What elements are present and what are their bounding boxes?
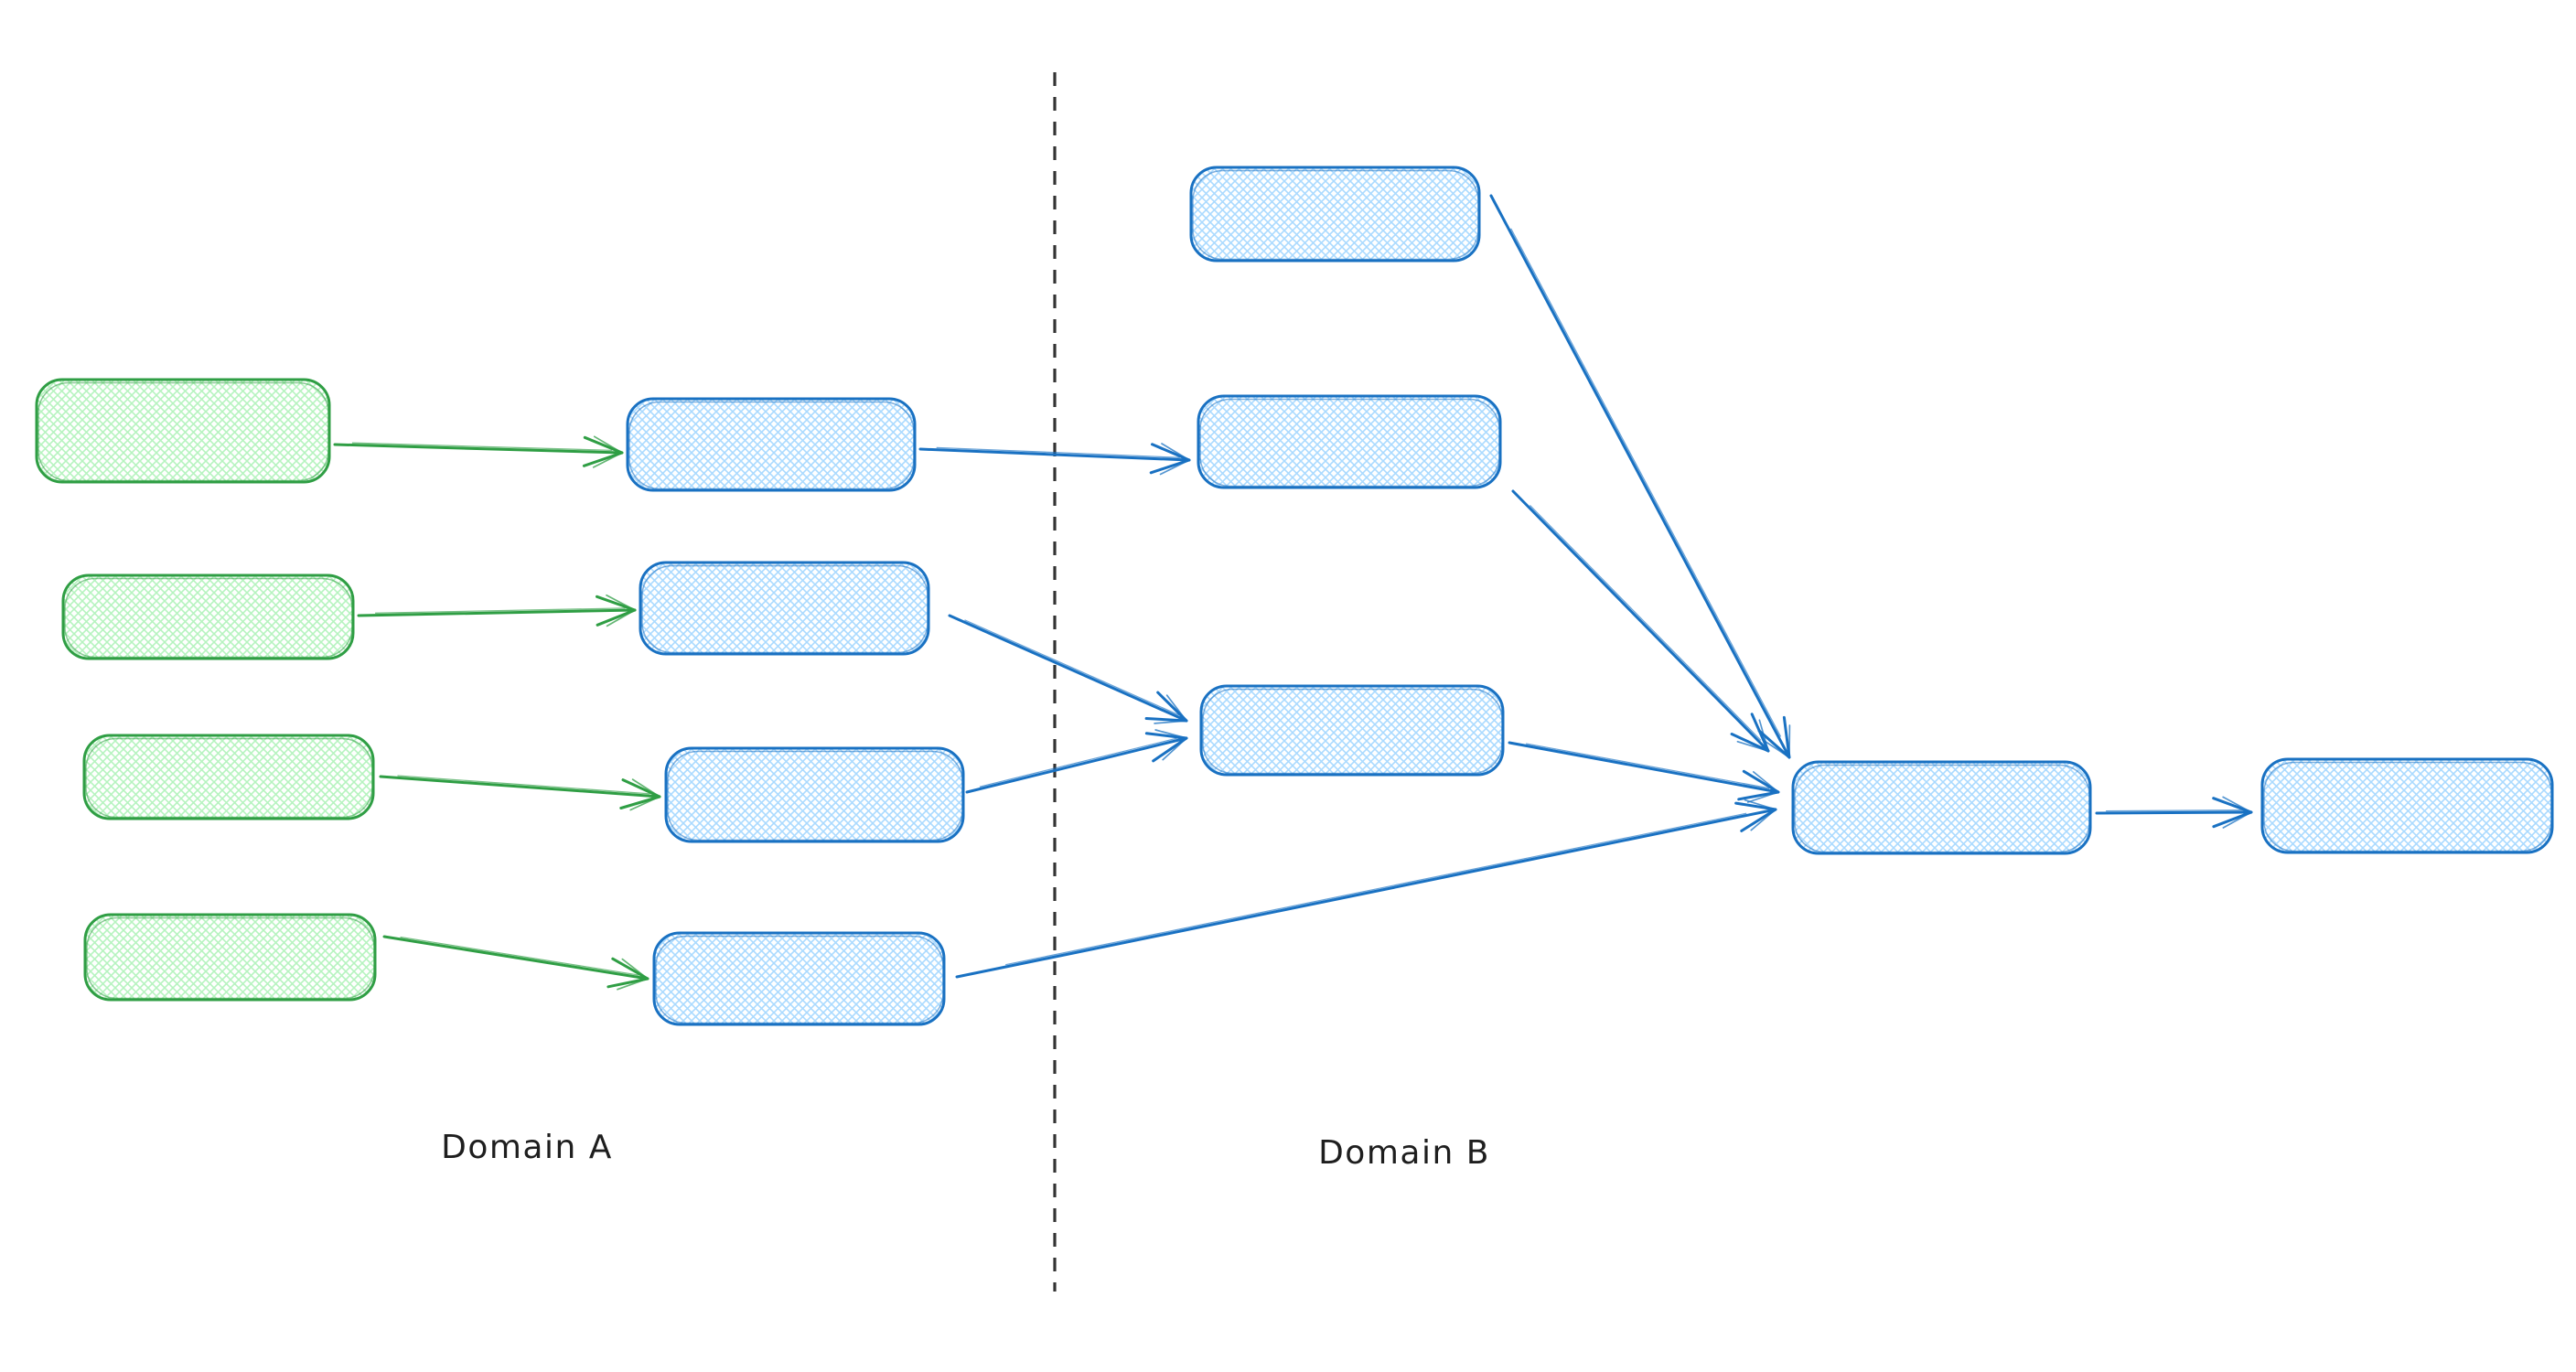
node-a-green-1[interactable] — [35, 378, 331, 484]
node-a-blue-4[interactable] — [652, 931, 946, 1026]
node-b-blue-2[interactable] — [1197, 394, 1502, 489]
domain-b-label[interactable]: Domain B — [1318, 1134, 1490, 1172]
edge-a-green-3--a-blue-3[interactable] — [379, 775, 661, 811]
nodes-layer — [35, 166, 2554, 1026]
node-b-output[interactable] — [2260, 757, 2554, 854]
domain-a-label[interactable]: Domain A — [441, 1129, 613, 1166]
node-a-blue-3[interactable] — [664, 746, 965, 843]
node-b-blue-3[interactable] — [1199, 684, 1505, 777]
edge-a-blue-4--b-merge[interactable] — [955, 799, 1777, 979]
node-a-green-4[interactable] — [83, 913, 377, 1002]
edge-a-green-1--a-blue-1[interactable] — [333, 435, 624, 468]
edge-b-blue-1--b-merge[interactable] — [1489, 194, 1791, 759]
node-a-green-2[interactable] — [61, 573, 355, 660]
edge-b-blue-2--b-merge[interactable] — [1511, 489, 1770, 753]
edges-layer — [333, 194, 2253, 991]
edge-a-blue-3--b-blue-3[interactable] — [965, 729, 1188, 794]
node-b-blue-1[interactable] — [1189, 166, 1481, 263]
edge-a-green-2--a-blue-2[interactable] — [357, 594, 637, 627]
edge-b-merge--b-output[interactable] — [2095, 796, 2253, 829]
node-a-blue-2[interactable] — [639, 561, 930, 656]
edge-a-green-4--a-blue-4[interactable] — [382, 935, 649, 991]
edge-b-blue-3--b-merge[interactable] — [1508, 741, 1780, 803]
node-b-merge[interactable] — [1791, 760, 2092, 855]
edge-a-blue-1--b-blue-2[interactable] — [918, 443, 1191, 476]
node-a-green-3[interactable] — [82, 734, 375, 820]
edge-a-blue-2--b-blue-3[interactable] — [948, 614, 1188, 724]
node-a-blue-1[interactable] — [626, 397, 917, 492]
